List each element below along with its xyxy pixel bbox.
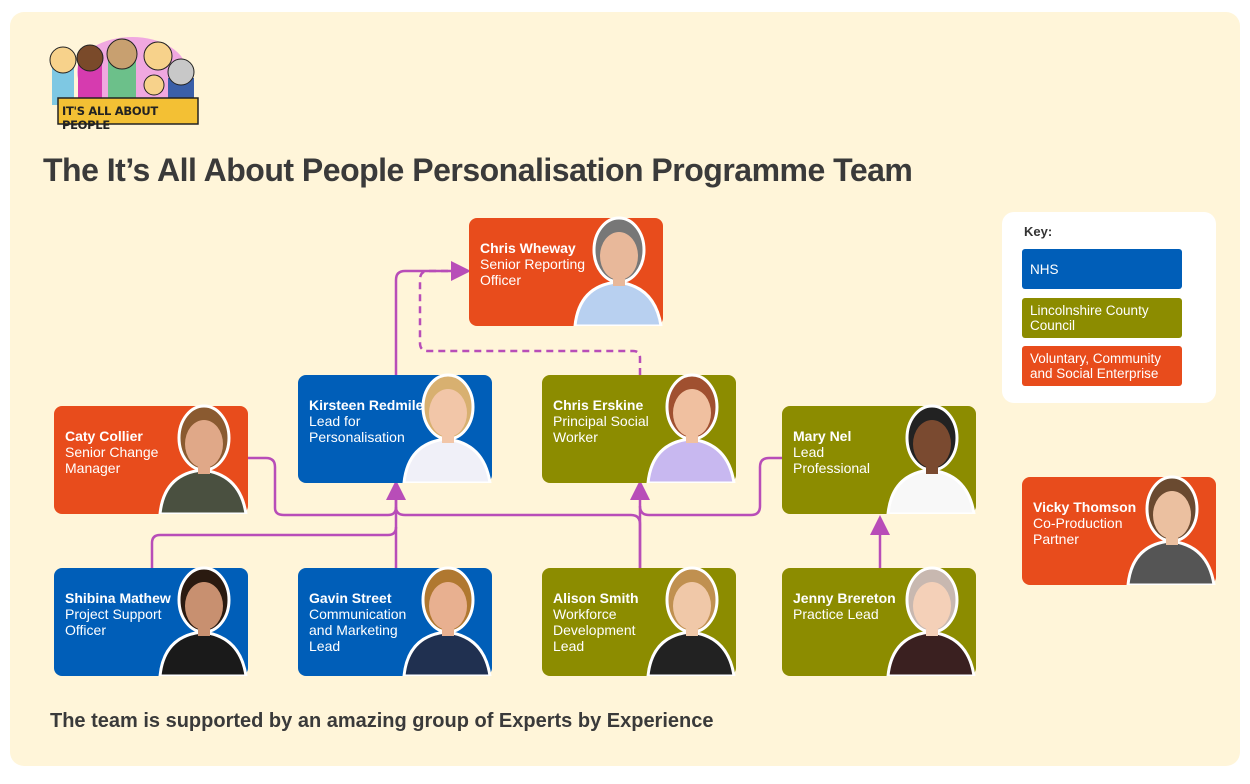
person-name: Mary Nel [793, 428, 852, 444]
person-role: Workforce Development Lead [553, 606, 636, 654]
person-name: Chris Wheway [480, 240, 576, 256]
person-role: Senior Reporting Officer [480, 256, 586, 288]
key-item-vcse: Voluntary, Community and Social Enterpri… [1022, 346, 1182, 386]
person-role: Senior Change Manager [65, 444, 159, 476]
person-role: Principal Social Worker [553, 413, 649, 445]
person-role: Project Support Officer [65, 606, 162, 638]
connector-kirsteen-to-wheway [394, 261, 471, 375]
person-name: Vicky Thomson [1033, 499, 1137, 515]
key-title: Key: [1024, 224, 1053, 239]
logo-text: IT'S ALL ABOUT PEOPLE [62, 104, 158, 132]
person-name: Caty Collier [65, 428, 143, 444]
person-photo [1126, 475, 1216, 585]
person-name: Chris Erskine [553, 397, 644, 413]
person-photo [886, 566, 976, 676]
person-photo [158, 404, 248, 514]
person-role: Lead for Personalisation [309, 413, 405, 445]
person-role: Practice Lead [793, 606, 879, 622]
person-role: Communication and Marketing Lead [309, 606, 407, 654]
connector-marynel-to-erskine [638, 456, 782, 517]
person-photo [886, 404, 976, 514]
person-name: Shibina Mathew [65, 590, 171, 606]
person-photo [402, 373, 492, 483]
person-photo [646, 373, 736, 483]
person-photo [402, 566, 492, 676]
person-name: Jenny Brereton [793, 590, 896, 606]
page-title: The It’s All About People Personalisatio… [43, 152, 913, 188]
footer-note: The team is supported by an amazing grou… [50, 710, 714, 732]
key-item-council: Lincolnshire County Council [1022, 298, 1182, 338]
person-role: Lead Professional [793, 444, 871, 476]
person-role: Co-Production Partner [1033, 515, 1123, 547]
legend-key: Key: NHS Lincolnshire County Council Vol… [1002, 212, 1216, 403]
key-item-nhs: NHS [1022, 249, 1182, 289]
connector-caty-to-kirsteen [248, 456, 406, 517]
person-name: Gavin Street [309, 590, 392, 606]
its-all-about-people-logo: IT'S ALL ABOUT PEOPLE [44, 30, 209, 132]
person-photo [646, 566, 736, 676]
connector-erskine-to-wheway-dashed [418, 269, 642, 375]
person-photo [573, 216, 663, 326]
person-photo [158, 566, 248, 676]
person-name: Kirsteen Redmile [309, 397, 424, 413]
person-name: Alison Smith [553, 590, 639, 606]
